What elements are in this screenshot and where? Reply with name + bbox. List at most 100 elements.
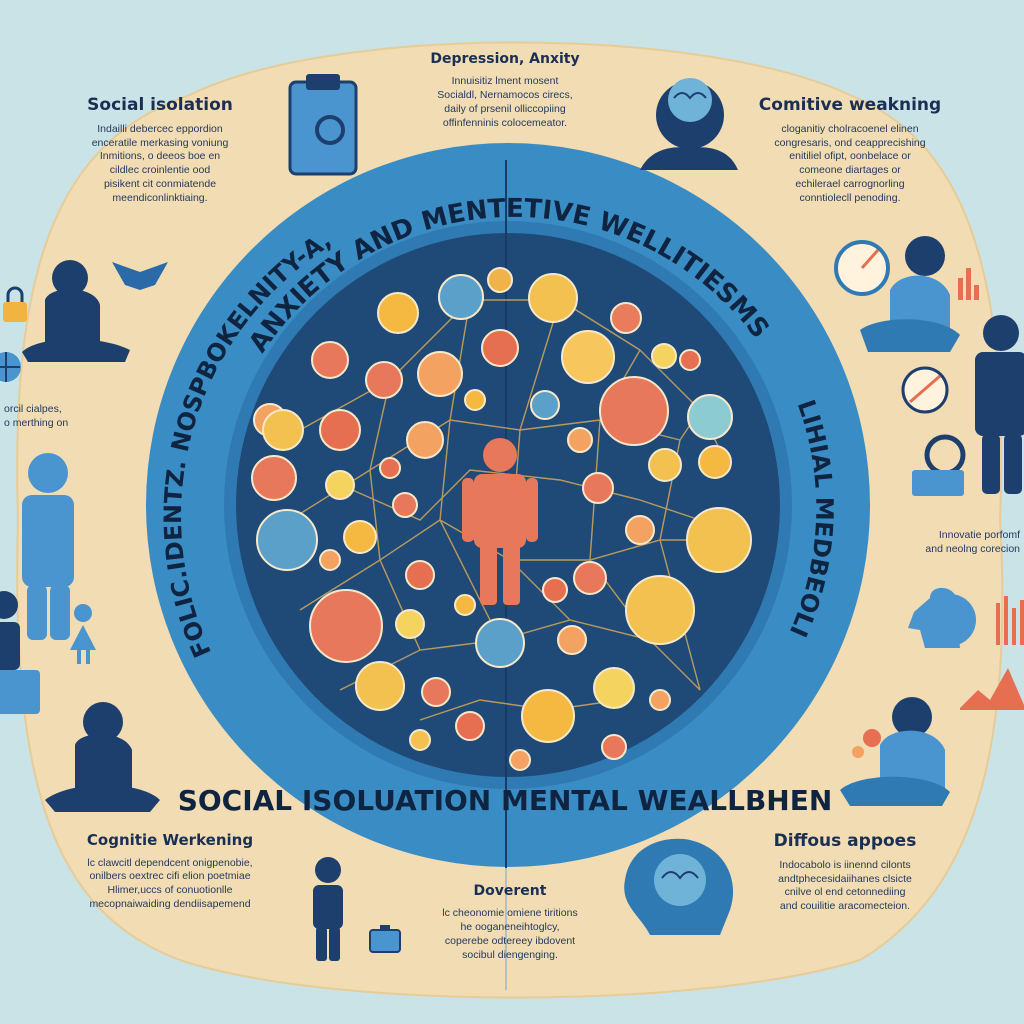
ring-text-bottom: SOCIAL ISOLUATION MENTAL WEALLBHEN [178,784,833,817]
block-bottom-right-line: cnilve ol end cetonnediing [784,886,906,899]
clipboard-icon [288,74,358,176]
node-brain [343,520,377,554]
node-brain [509,749,531,771]
block-top-center-line: offinfenninis colocemeator. [442,116,568,129]
node-brain [438,274,484,320]
block-top-center-line: Innuisitiz lment mosent [451,75,559,88]
network-nodes [251,267,752,771]
block-bottom-right: Diffous appoes Indocabolo is iinennd cil… [735,832,955,914]
block-top-left-line: Inmitions, o deeos boe en [99,150,221,163]
node-brain [686,507,752,573]
node-brain [648,448,682,482]
block-top-center-line: Socialdl, Nernamocos cirecs, [437,89,573,102]
gears-icon [912,434,966,496]
node-brain [651,343,677,369]
brain-profile-icon [624,838,734,935]
block-top-center: Depression, Anxity Innuisitiz lment mose… [380,51,630,131]
node-brain [319,549,341,571]
node-brain [698,445,732,479]
block-bottom-center: Doverent lc cheonomie omiene tiritions h… [400,883,620,963]
block-top-center-title: Depression, Anxity [430,51,580,67]
node-brain [679,349,701,371]
block-top-center-line: daily of prsenil olliccopiing [444,103,566,116]
node-brain [319,409,361,451]
small-person-icon [313,857,343,961]
node-brain [377,292,419,334]
note-left-mid: orcil cialpes, o merthing on [4,402,144,430]
note-left-line: o merthing on [4,417,69,430]
globe-icon [0,352,21,382]
block-top-left-line: Indailli debercec eppordion [97,122,223,135]
block-bottom-center-line: socibul diengenging. [462,948,558,961]
node-brain [455,711,485,741]
node-brain [557,625,587,655]
block-top-right-line: conntiolecll penoding. [799,191,901,204]
block-top-left-line: cildlec croinlentie ood [109,164,211,177]
block-top-right-line: echilerael carrognorling [795,178,905,191]
block-bottom-right-line: Indocabolo is iinennd cilonts [779,858,911,871]
block-bottom-center-line: he ooganeneihtoglcy, [460,921,560,934]
node-brain [405,560,435,590]
gauge-icon [901,366,949,414]
block-top-right-line: cloganitiy cholracoenel elinen [781,122,919,135]
node-brain [530,390,560,420]
node-brain [599,376,669,446]
block-bottom-left-line: mecopnaiwaiding dendiisapemend [89,898,251,911]
node-brain [421,677,451,707]
node-person [309,589,383,663]
node-brain [687,394,733,440]
note-right-mid: Innovatie porfomf and neolng corecion [880,528,1020,556]
block-bottom-left-line: lc clawcitl dependcent onigpenobie, [87,856,253,869]
block-top-left-line: enceratile merkasing voniung [91,136,229,149]
note-right-line: Innovatie porfomf [938,529,1020,541]
node-brain [601,734,627,760]
block-bottom-center-line: lc cheonomie omiene tiritions [442,907,578,920]
block-top-left-title: Social isolation [87,95,233,115]
seated-person-icon [22,260,130,362]
block-top-right-line: congresaris, ond ceapprecishing [774,136,926,149]
node-brain [528,273,578,323]
node-brain [625,515,655,545]
node-brain [251,455,297,501]
note-left-line: orcil cialpes, [4,403,62,415]
meditating-person-icon [45,702,160,812]
block-top-left: Social isolation Indailli debercec eppor… [60,96,260,206]
block-bottom-left-line: onilbers oextrec cifi elion poetmiae [89,870,251,883]
node-brain [417,351,463,397]
block-bottom-center-title: Doverent [473,883,547,899]
thinking-woman-icon [860,236,960,352]
node-person [475,618,525,668]
bar-chart-icon [958,268,979,300]
node-brain [487,267,513,293]
node-brain [521,689,575,743]
node-brain [649,689,671,711]
block-top-left-line: meendiconlinktiaing. [112,191,208,204]
chart-bars-right-icon [996,596,1024,645]
node-brain [355,661,405,711]
standing-figure-right [975,315,1024,494]
lock-icon [3,286,27,322]
node-brain [561,330,615,384]
node-brain [392,492,418,518]
node-brain [542,577,568,603]
node-brain [464,389,486,411]
node-brain [610,302,642,334]
bird-icon [112,262,168,290]
node-brain [573,561,607,595]
node-person [481,329,519,367]
block-top-right-line: enitiliel ofipt, oonbelace or [789,150,911,163]
node-brain [567,427,593,453]
standing-person-icon [22,453,74,640]
node-brain [379,457,401,479]
mountain-chart-icon [960,668,1024,710]
head-profile-icon [908,587,976,648]
node-brain [406,421,444,459]
node-person [256,509,318,571]
seated-figure-left [0,591,40,714]
node-brain [325,470,355,500]
block-bottom-left-line: Hlimer,uccs of conuotionlle [107,884,233,897]
block-bottom-right-title: Diffous appoes [773,831,917,851]
node-brain [409,729,431,751]
